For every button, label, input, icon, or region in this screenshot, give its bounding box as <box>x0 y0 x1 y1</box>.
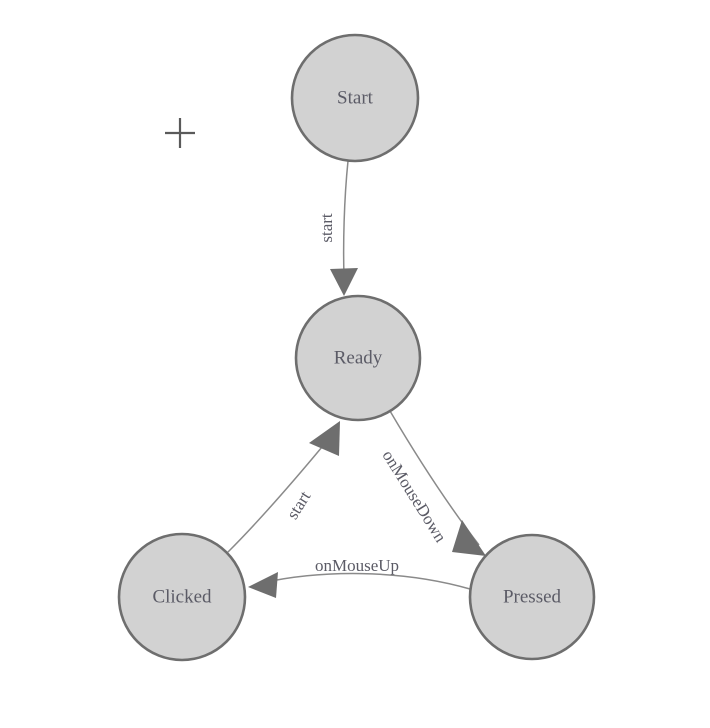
edge-path-pressed-to-clicked <box>261 572 471 590</box>
edge-path-clicked-to-ready <box>227 446 323 553</box>
node-ready-circle[interactable] <box>294 294 422 422</box>
edge-label-pressed-to-clicked: onMouseUp <box>315 556 399 575</box>
edge-label-clicked-to-ready: start <box>283 487 315 522</box>
arrowhead-into-pressed <box>452 520 486 556</box>
node-ready[interactable]: Ready <box>294 294 422 422</box>
node-start[interactable]: Start <box>290 33 420 163</box>
arrowhead-into-ready-lower-left <box>309 421 340 456</box>
node-clicked-circle[interactable] <box>117 532 247 662</box>
crosshair-icon <box>165 118 195 148</box>
node-start-circle[interactable] <box>290 33 420 163</box>
edge-label-start-to-ready: start <box>317 213 336 243</box>
arrowhead-into-ready-top <box>330 268 358 296</box>
node-pressed-circle[interactable] <box>468 533 596 661</box>
edge-path-ready-to-pressed <box>389 410 480 546</box>
edge-pressed-to-clicked[interactable]: onMouseUp <box>248 556 471 598</box>
edge-ready-to-pressed[interactable]: onMouseDown <box>379 410 486 556</box>
edge-label-ready-to-pressed: onMouseDown <box>379 447 451 546</box>
edge-clicked-to-ready[interactable]: start <box>227 421 340 553</box>
edge-path-start-to-ready <box>342 160 349 277</box>
node-clicked[interactable]: Clicked <box>117 532 247 662</box>
node-pressed[interactable]: Pressed <box>468 533 596 661</box>
edge-start-to-ready[interactable]: start <box>317 160 358 296</box>
arrowhead-into-clicked <box>248 572 278 598</box>
